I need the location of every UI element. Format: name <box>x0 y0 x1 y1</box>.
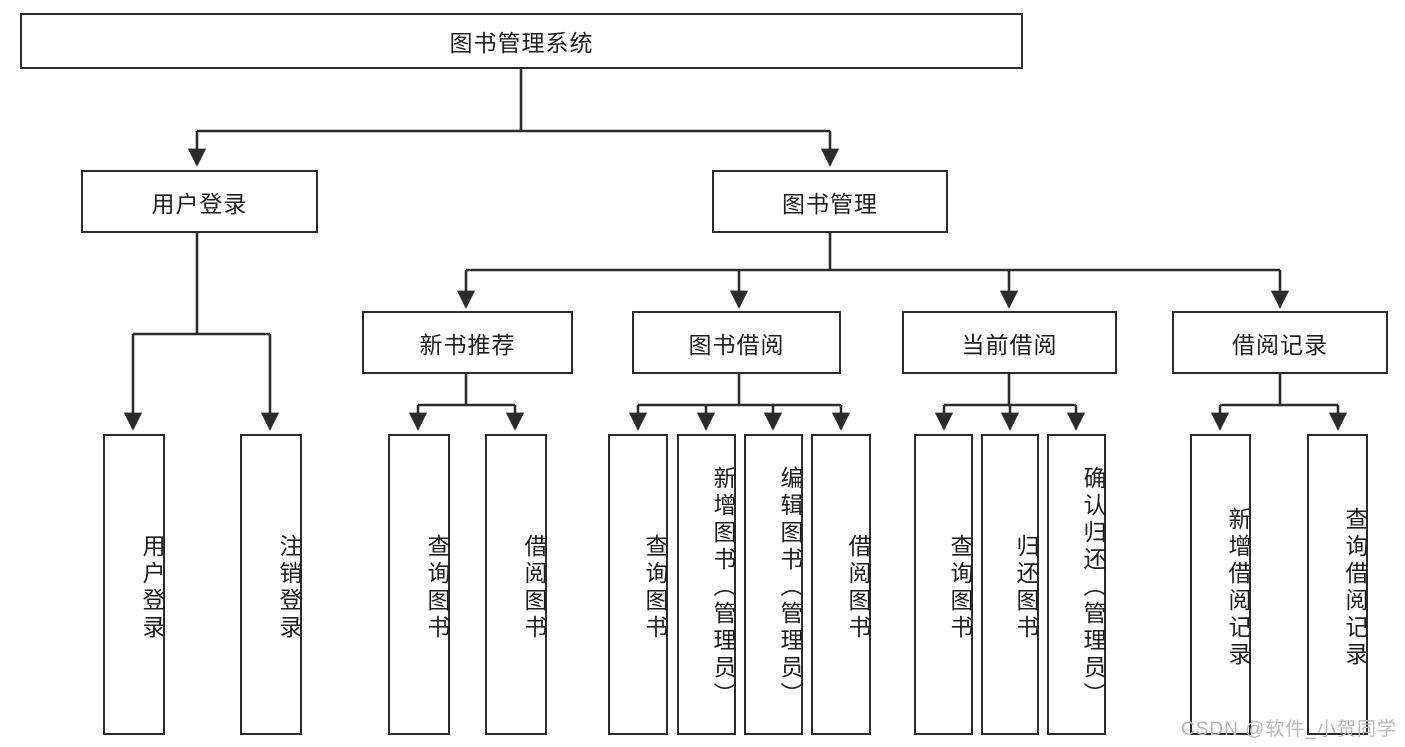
watermark: CSDN @软件_小贺同学 <box>1181 719 1397 740</box>
node-book-management[interactable]: 图书管理 <box>712 170 948 233</box>
node-leaf-borrow-book-borrow[interactable]: 借阅图书 <box>811 434 871 735</box>
node-label: 用户登录 <box>151 190 248 217</box>
node-label: 当前借阅 <box>961 331 1058 358</box>
node-user-login[interactable]: 用户登录 <box>81 170 318 233</box>
node-label: 借阅图书 <box>845 533 871 642</box>
node-leaf-add-book-admin[interactable]: 新增图书（管理员） <box>677 434 736 735</box>
node-label: 图书借阅 <box>688 331 785 358</box>
node-leaf-query-book-recommend[interactable]: 查询图书 <box>388 434 450 735</box>
node-label: 借阅记录 <box>1232 331 1328 358</box>
node-label: 查询图书 <box>947 533 973 642</box>
node-label: 新增借阅记录 <box>1225 506 1251 669</box>
node-leaf-borrow-book-recommend[interactable]: 借阅图书 <box>485 434 547 735</box>
node-leaf-user-login[interactable]: 用户登录 <box>103 434 165 735</box>
node-label: 确认归还（管理员） <box>1080 466 1106 709</box>
node-label: 编辑图书（管理员） <box>777 466 803 709</box>
node-label: 注销登录 <box>276 533 302 642</box>
node-borrow-record[interactable]: 借阅记录 <box>1172 311 1388 374</box>
node-leaf-query-borrow-record[interactable]: 查询借阅记录 <box>1307 434 1368 735</box>
node-new-book-recommend[interactable]: 新书推荐 <box>362 311 573 374</box>
node-leaf-query-book-borrow[interactable]: 查询图书 <box>608 434 668 735</box>
node-label: 新增图书（管理员） <box>710 466 736 709</box>
node-leaf-edit-book-admin[interactable]: 编辑图书（管理员） <box>744 434 803 735</box>
node-label: 查询图书 <box>424 533 450 642</box>
node-leaf-query-book-current[interactable]: 查询图书 <box>914 434 973 735</box>
node-label: 查询图书 <box>642 533 668 642</box>
node-leaf-add-borrow-record[interactable]: 新增借阅记录 <box>1190 434 1251 735</box>
node-label: 用户登录 <box>139 533 165 642</box>
node-label: 图书管理 <box>782 190 878 217</box>
node-leaf-logout-login[interactable]: 注销登录 <box>240 434 302 735</box>
node-label: 借阅图书 <box>521 533 547 642</box>
node-label: 新书推荐 <box>419 331 516 358</box>
node-label: 归还图书 <box>1013 533 1039 642</box>
node-book-borrow[interactable]: 图书借阅 <box>632 311 841 374</box>
node-leaf-confirm-return-admin[interactable]: 确认归还（管理员） <box>1047 434 1106 735</box>
node-root-book-management-system[interactable]: 图书管理系统 <box>20 13 1023 69</box>
node-label: 查询借阅记录 <box>1342 506 1368 669</box>
node-label: 图书管理系统 <box>449 30 594 56</box>
node-current-borrow[interactable]: 当前借阅 <box>902 311 1117 374</box>
node-leaf-return-book[interactable]: 归还图书 <box>981 434 1039 735</box>
